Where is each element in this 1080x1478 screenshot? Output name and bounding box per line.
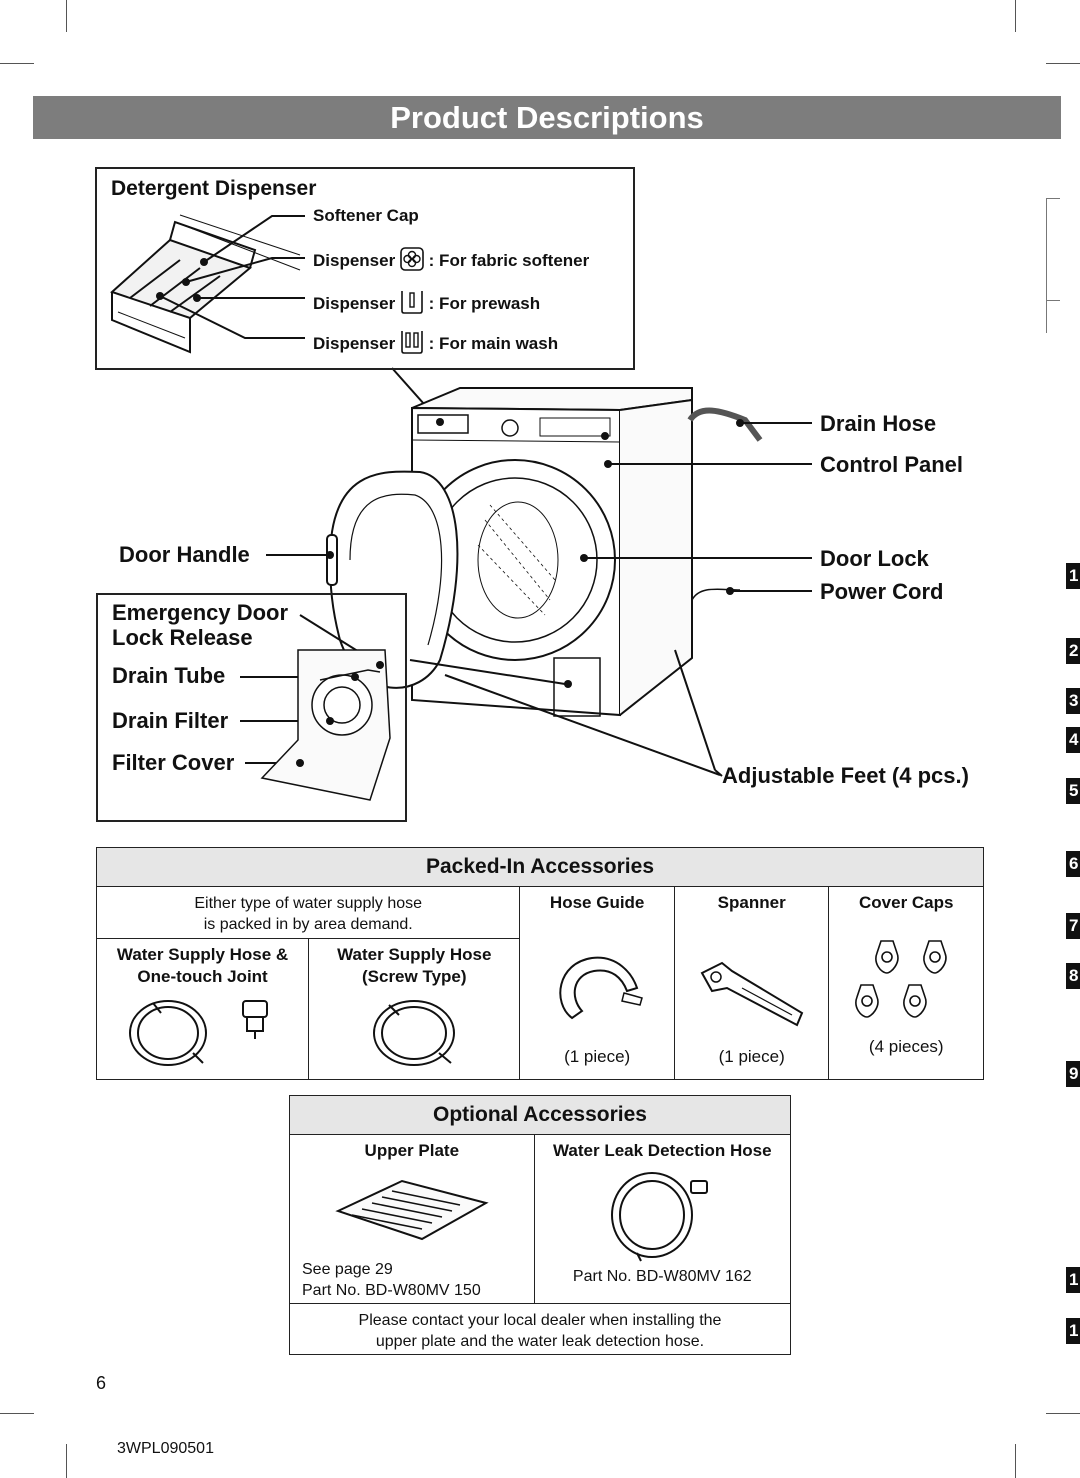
control-panel-label: Control Panel: [820, 452, 964, 477]
side-tab: 1: [1066, 1267, 1080, 1293]
filter-cover-label: Filter Cover: [112, 750, 235, 775]
flower-icon: [400, 247, 424, 276]
spanner-label: Spanner: [717, 893, 786, 912]
leak-hose-part-no: Part No. BD-W80MV 162: [572, 1268, 752, 1285]
contact-line: Please contact your local dealer when in…: [358, 1312, 722, 1329]
page-number: 6: [96, 1373, 107, 1393]
packed-in-heading: Packed-In Accessories: [96, 847, 984, 887]
side-tab: 3: [1066, 688, 1080, 714]
power-cord-label: Power Cord: [820, 579, 944, 604]
optional-note: Please contact your local dealer when in…: [289, 1303, 791, 1355]
leak-hose-icon: [611, 1172, 709, 1262]
emergency-release-label: Emergency Door: [112, 600, 289, 625]
edge-bracket: [1046, 198, 1047, 333]
crop-mark: [66, 1444, 67, 1478]
hose-guide-cell: Hose Guide (1 piece): [519, 886, 675, 1080]
hose-screw-cell: Water Supply Hose (Screw Type): [308, 938, 521, 1080]
emergency-release-label-2: Lock Release: [112, 625, 253, 650]
door-handle-label: Door Handle: [119, 542, 250, 567]
side-tab: 7: [1066, 913, 1080, 939]
dispenser-item-name: Dispenser: [313, 250, 396, 270]
side-tab: 1: [1066, 563, 1080, 589]
main-wash-icon: [400, 329, 424, 360]
cover-caps-cell: Cover Caps (4 pieces): [828, 886, 984, 1080]
drain-hose-label: Drain Hose: [820, 411, 937, 436]
crop-mark: [1015, 0, 1016, 32]
side-tab: 2: [1066, 638, 1080, 664]
adjustable-feet-label: Adjustable Feet (4 pcs.): [722, 763, 969, 788]
callout-dots: [156, 258, 744, 767]
side-tab: 6: [1066, 851, 1080, 877]
emergency-box: [96, 593, 407, 822]
softener-cap-label: Softener Cap: [313, 206, 419, 225]
packed-in-table: Packed-In Accessories Either type of wat…: [95, 847, 984, 1080]
optional-table: Optional Accessories Upper Plate See pag…: [289, 1095, 792, 1355]
dispenser-item-suffix: : For fabric softener: [428, 250, 590, 270]
side-tab: 5: [1066, 778, 1080, 804]
hose-screw-label: Water Supply Hose: [337, 945, 492, 964]
contact-line: upper plate and the water leak detection…: [375, 1333, 705, 1350]
product-diagram: [110, 214, 812, 801]
crop-mark: [66, 0, 67, 32]
spanner-icon: [700, 961, 803, 1027]
drain-tube-label: Drain Tube: [112, 663, 226, 688]
leak-hose-label: Water Leak Detection Hose: [553, 1141, 772, 1160]
upper-plate-icon: [335, 1179, 489, 1241]
spanner-qty: (1 piece): [718, 1047, 785, 1066]
crop-mark: [1015, 1444, 1016, 1478]
dispenser-item-suffix: : For main wash: [428, 333, 559, 353]
dispenser-item-name: Dispenser: [313, 333, 396, 353]
upper-plate-label: Upper Plate: [364, 1141, 460, 1160]
hose-one-touch-label: Water Supply Hose &: [116, 945, 289, 964]
hose-screw-label-2: (Screw Type): [361, 967, 467, 986]
crop-mark: [0, 63, 34, 64]
side-tab: 4: [1066, 727, 1080, 753]
dispenser-item-suffix: : For prewash: [428, 293, 541, 313]
side-tab: 9: [1066, 1061, 1080, 1087]
packed-in-note: Either type of water supply hose is pack…: [95, 886, 521, 939]
page-title: Product Descriptions: [33, 96, 1061, 139]
door-lock-label: Door Lock: [820, 546, 929, 571]
upper-plate-part-no: Part No. BD-W80MV 150: [302, 1282, 481, 1299]
hose-guide-icon: [559, 956, 644, 1020]
prewash-icon: [400, 289, 424, 320]
doc-code: 3WPL090501: [117, 1440, 214, 1457]
dispenser-box: [95, 167, 635, 370]
dispenser-item: Dispenser : For prewash: [313, 289, 540, 320]
crop-mark: [0, 1413, 34, 1414]
see-page-text: See page 29: [302, 1261, 393, 1278]
hose-one-touch-label-2: One-touch Joint: [137, 967, 268, 986]
drain-filter-label: Drain Filter: [112, 708, 229, 733]
dispenser-item: Dispenser : For fabric softener: [313, 247, 589, 276]
optional-heading: Optional Accessories: [289, 1095, 791, 1135]
crop-mark: [1046, 1413, 1080, 1414]
upper-plate-cell: Upper Plate See page 29 Part No. BD-W80M…: [289, 1134, 535, 1304]
dispenser-item: Dispenser : For main wash: [313, 329, 558, 360]
edge-bracket: [1046, 198, 1060, 199]
note-line: Either type of water supply hose: [194, 895, 423, 912]
spanner-cell: Spanner (1 piece): [673, 886, 830, 1080]
cover-caps-icon: [855, 940, 947, 1018]
hose-one-touch-cell: Water Supply Hose & One-touch Joint: [95, 938, 310, 1080]
dispenser-item-name: Dispenser: [313, 293, 396, 313]
hose-screw-icon: [373, 1000, 456, 1066]
edge-bracket: [1046, 300, 1060, 301]
side-tab: 8: [1066, 963, 1080, 989]
hose-guide-label: Hose Guide: [549, 893, 645, 912]
side-tab: 1: [1066, 1318, 1080, 1344]
hose-one-touch-icon: [128, 1000, 268, 1066]
cover-caps-label: Cover Caps: [859, 893, 954, 912]
crop-mark: [1046, 63, 1080, 64]
dispenser-heading: Detergent Dispenser: [111, 177, 317, 200]
leak-hose-cell: Water Leak Detection Hose Part No. BD-W8…: [533, 1134, 792, 1304]
cover-caps-qty: (4 pieces): [868, 1037, 944, 1056]
hose-guide-qty: (1 piece): [564, 1047, 631, 1066]
note-line: is packed in by area demand.: [203, 916, 413, 933]
